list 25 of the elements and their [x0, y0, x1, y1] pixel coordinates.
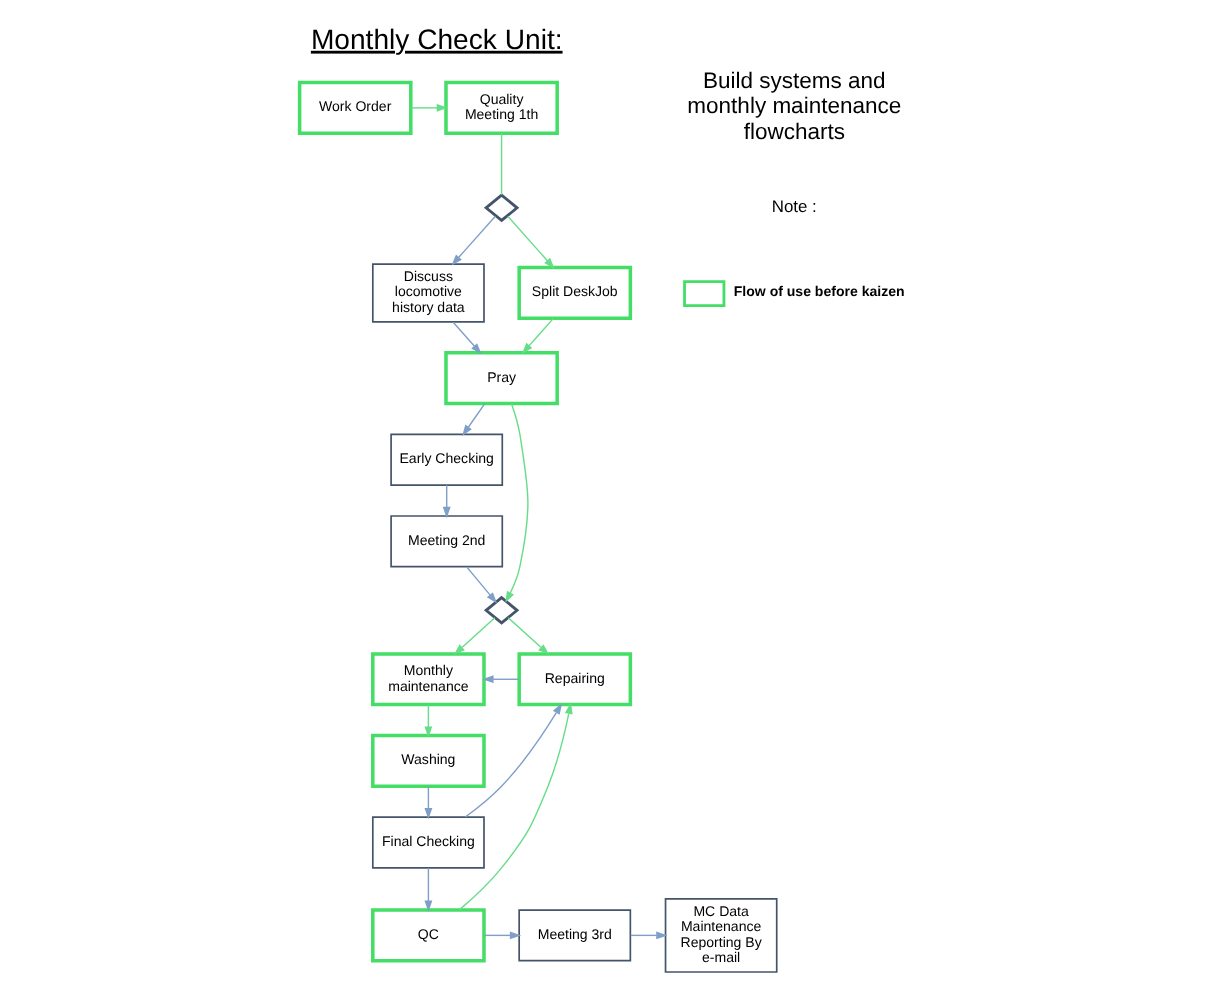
arrow [442, 484, 451, 519]
arrow [505, 402, 529, 603]
arrow [630, 931, 668, 940]
arrow [452, 321, 482, 355]
node-diamond [483, 193, 520, 223]
arrow [453, 617, 496, 655]
arrow [507, 215, 555, 269]
arrow [462, 402, 486, 437]
arrow [451, 215, 497, 266]
node-diamond [483, 595, 520, 625]
arrow [458, 702, 573, 911]
arrow [521, 317, 554, 354]
arrow [483, 931, 522, 940]
arrow [424, 704, 433, 738]
arrow [410, 103, 448, 112]
arrow [482, 675, 520, 684]
arrow [424, 785, 433, 820]
diagram-title: Monthly Check Unit: [310, 22, 563, 55]
arrow [466, 566, 498, 604]
arrow [424, 867, 433, 912]
connector [500, 132, 503, 196]
arrow [464, 703, 563, 818]
label: Note : [771, 196, 817, 217]
arrow [507, 617, 550, 655]
label: Build systems and monthly maintenance flowcharts [687, 69, 902, 145]
